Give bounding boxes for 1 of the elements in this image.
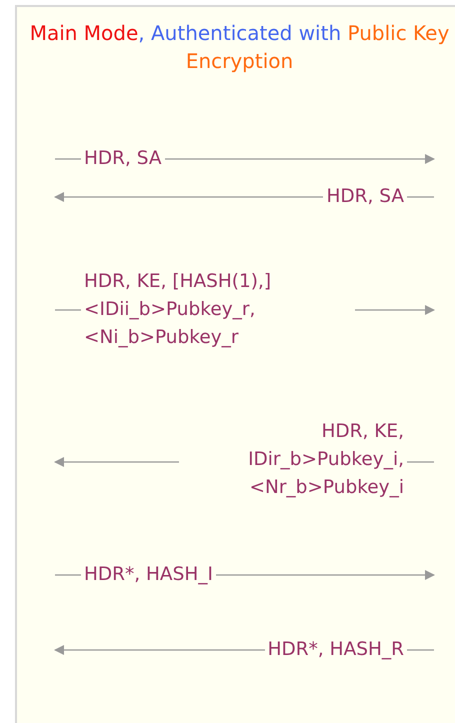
diagram-title: Main Mode, Authenticated with Public Key Encryption xyxy=(28,20,450,75)
